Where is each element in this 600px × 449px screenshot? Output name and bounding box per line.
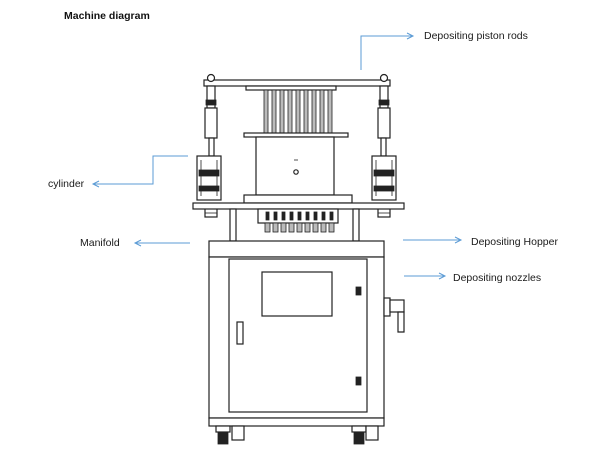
label-cylinder: cylinder (48, 178, 85, 190)
arrow-hopper (403, 236, 463, 244)
arrow-nozzles (404, 272, 447, 280)
left-guide-assembly (196, 85, 222, 218)
side-handle (383, 297, 405, 333)
manifold (257, 208, 339, 224)
arrow-manifold (133, 239, 190, 247)
right-guide-assembly (371, 85, 397, 218)
label-depositing-nozzles: Depositing nozzles (453, 272, 542, 284)
label-manifold: Manifold (80, 237, 120, 249)
piston-rods (263, 89, 333, 135)
table-plate (192, 202, 405, 210)
arrow-piston-rods (360, 32, 415, 70)
label-depositing-piston-rods: Depositing piston rods (424, 30, 528, 42)
top-crossbar (203, 73, 391, 91)
depositing-nozzles (264, 222, 335, 233)
arrow-cylinder (91, 155, 188, 188)
cabinet (208, 240, 385, 427)
depositing-hopper (243, 132, 353, 204)
diagram-title: Machine diagram (64, 10, 150, 22)
label-depositing-hopper: Depositing Hopper (471, 236, 558, 248)
casters (215, 425, 379, 445)
